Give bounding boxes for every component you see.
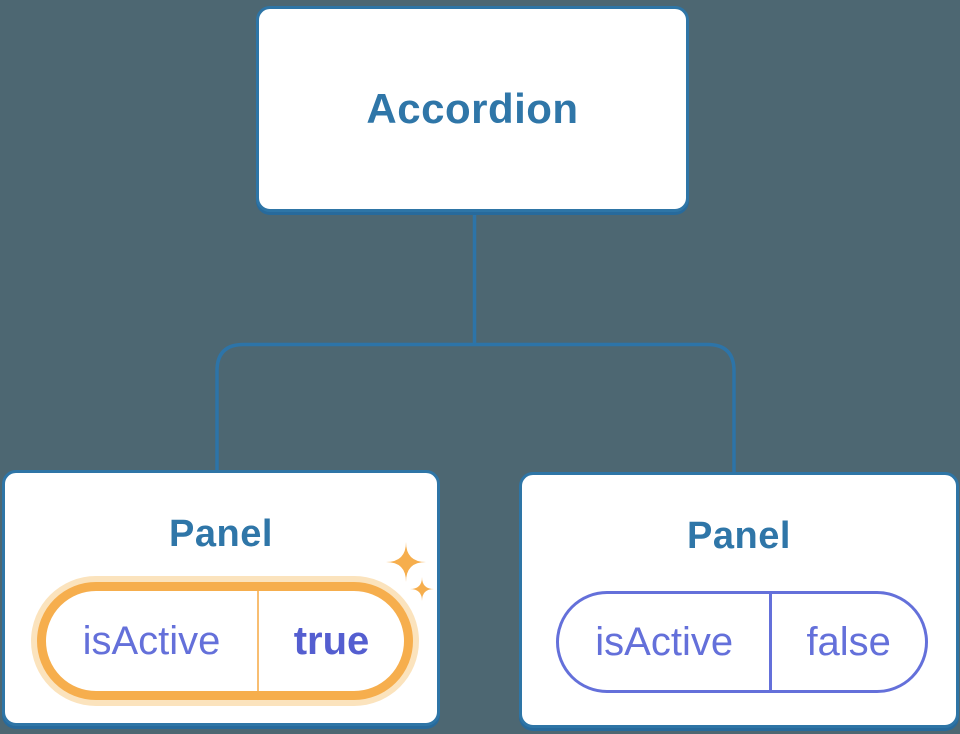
prop-pill-inactive: isActive false xyxy=(556,591,928,693)
connector-branch xyxy=(215,342,736,476)
prop-name: isActive xyxy=(46,591,259,691)
sparkle-small xyxy=(410,577,434,601)
panel-node-label: Panel xyxy=(687,515,791,557)
prop-value: true xyxy=(293,618,370,663)
prop-value: false xyxy=(806,619,891,664)
accordion-node: Accordion xyxy=(256,6,689,212)
prop-name: isActive xyxy=(559,594,773,690)
panel-node-label: Panel xyxy=(169,513,273,555)
sparkles-icon xyxy=(386,542,434,601)
sparkle-large xyxy=(386,542,426,582)
prop-pill-active-inner: isActive true xyxy=(37,582,413,700)
prop-pill-active: isActive true xyxy=(31,576,419,706)
panel-node-active: Panel isActive true xyxy=(2,470,440,726)
accordion-node-label: Accordion xyxy=(366,85,579,132)
panel-node-inactive: Panel isActive false xyxy=(519,472,959,728)
